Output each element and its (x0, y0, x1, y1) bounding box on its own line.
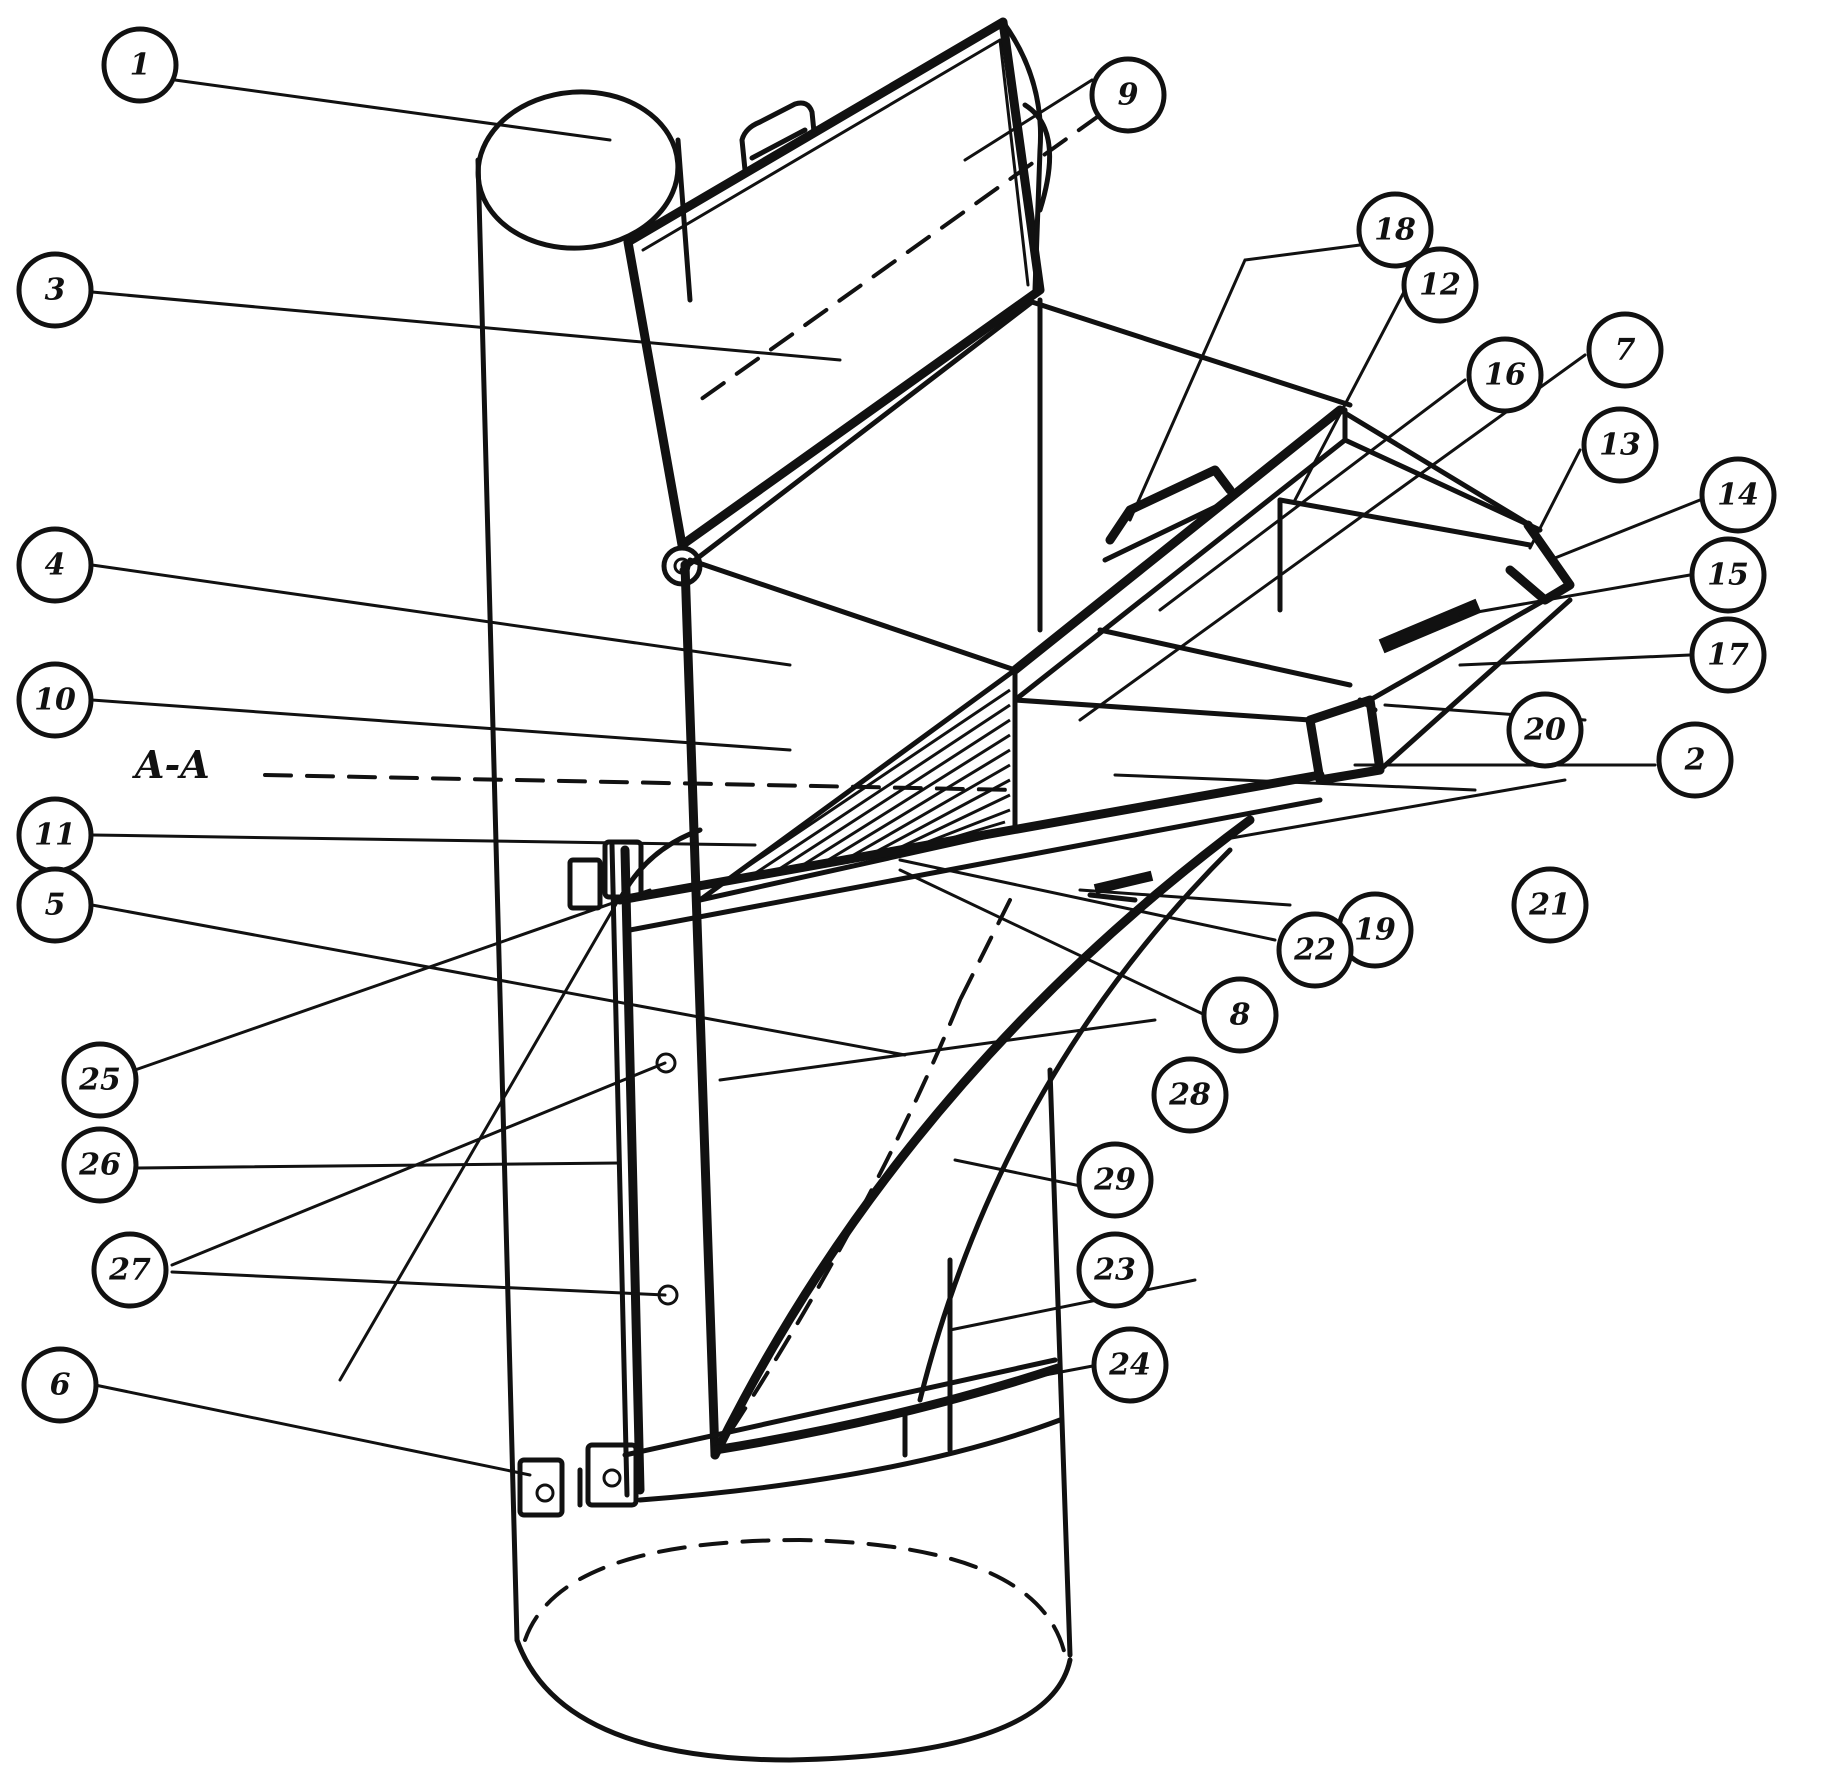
svg-text:13: 13 (1599, 428, 1641, 463)
callout-10: 10 (19, 664, 91, 736)
callout-23: 23 (1079, 1234, 1151, 1306)
callout-3: 3 (19, 254, 91, 326)
svg-text:6: 6 (50, 1368, 71, 1403)
callout-25: 25 (64, 1044, 136, 1116)
svg-text:18: 18 (1374, 213, 1416, 248)
callout-16: 16 (1469, 339, 1541, 411)
svg-text:3: 3 (45, 273, 66, 308)
callout-29: 29 (1079, 1144, 1151, 1216)
svg-text:29: 29 (1093, 1163, 1136, 1198)
callout-26: 26 (64, 1129, 136, 1201)
svg-text:1: 1 (130, 48, 151, 83)
svg-text:23: 23 (1093, 1253, 1136, 1288)
callout-4: 4 (19, 529, 91, 601)
svg-text:2: 2 (1684, 743, 1706, 778)
svg-text:11: 11 (34, 818, 76, 853)
callout-17: 17 (1692, 619, 1764, 691)
bottom-band (520, 1360, 1060, 1515)
svg-text:4: 4 (45, 548, 66, 583)
callout-12: 12 (1404, 249, 1476, 321)
svg-text:22: 22 (1293, 933, 1336, 968)
callout-2: 2 (1659, 724, 1731, 796)
callout-9: 9 (1092, 59, 1164, 131)
svg-text:10: 10 (34, 683, 76, 718)
section-label: A-A (132, 742, 210, 787)
svg-text:28: 28 (1168, 1078, 1211, 1113)
open-lid (628, 22, 1050, 584)
callout-15: 15 (1692, 539, 1764, 611)
svg-text:15: 15 (1707, 558, 1749, 593)
svg-text:25: 25 (78, 1063, 121, 1098)
callout-24: 24 (1094, 1329, 1166, 1401)
callout-13: 13 (1584, 409, 1656, 481)
callout-22: 22 (1279, 914, 1351, 986)
callout-6: 6 (24, 1349, 96, 1421)
callout-5: 5 (19, 869, 91, 941)
svg-text:7: 7 (1615, 333, 1636, 368)
svg-text:19: 19 (1354, 913, 1396, 948)
callout-7: 7 (1589, 314, 1661, 386)
callout-27: 27 (94, 1234, 166, 1306)
svg-text:8: 8 (1229, 998, 1251, 1033)
svg-text:16: 16 (1484, 358, 1526, 393)
svg-text:27: 27 (108, 1253, 151, 1288)
svg-text:17: 17 (1707, 638, 1749, 673)
callout-11: 11 (19, 799, 91, 871)
svg-text:5: 5 (45, 888, 66, 923)
svg-text:21: 21 (1528, 888, 1571, 923)
front-panel (685, 565, 1250, 1455)
callout-14: 14 (1702, 459, 1774, 531)
svg-text:20: 20 (1523, 713, 1566, 748)
svg-text:24: 24 (1108, 1348, 1151, 1383)
svg-text:14: 14 (1717, 478, 1759, 513)
callout-20: 20 (1509, 694, 1581, 766)
callout-28: 28 (1154, 1059, 1226, 1131)
frame-post (570, 842, 677, 1495)
svg-text:9: 9 (1118, 78, 1139, 113)
callout-8: 8 (1204, 979, 1276, 1051)
callout-1: 1 (104, 29, 176, 101)
svg-text:12: 12 (1419, 268, 1461, 303)
callout-21: 21 (1514, 869, 1586, 941)
svg-text:26: 26 (78, 1148, 121, 1183)
